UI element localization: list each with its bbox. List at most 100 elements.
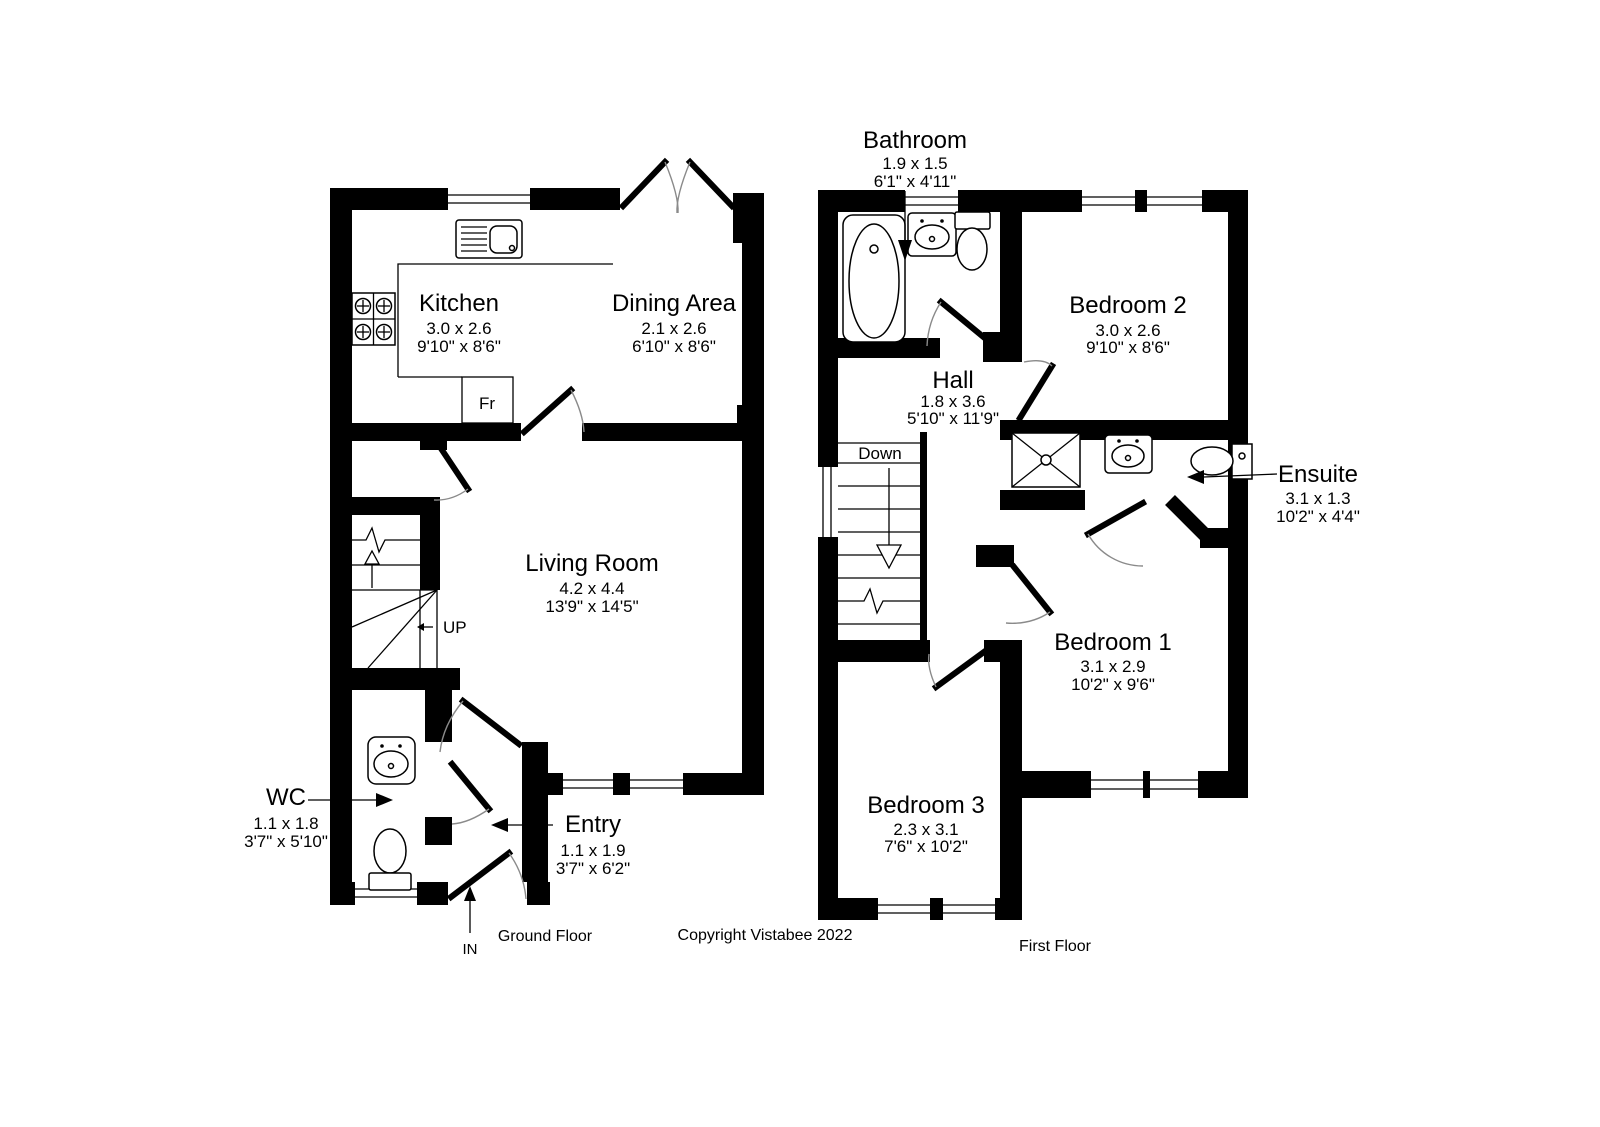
bedroom1-window-right — [1150, 771, 1198, 798]
wc-leader — [308, 793, 393, 807]
stair-window — [818, 467, 838, 537]
ensuite-leader — [1187, 470, 1278, 484]
bedroom1-door — [1005, 562, 1055, 624]
first-floor-windows — [818, 190, 1202, 920]
bathroom-label: Bathroom 1.9 x 1.5 6'1" x 4'11" — [863, 127, 967, 191]
entry-name: Entry — [565, 811, 621, 838]
wc-metric: 1.1 x 1.8 — [253, 814, 318, 833]
up-arrow — [363, 549, 381, 588]
in-arrow — [464, 886, 476, 933]
bedroom3-label: Bedroom 3 2.3 x 3.1 7'6" x 10'2" — [867, 792, 984, 856]
ensuite-label: Ensuite 3.1 x 1.3 10'2" x 4'4" — [1276, 461, 1360, 526]
dining-imperial: 6'10" x 8'6" — [632, 337, 716, 356]
entry-metric: 1.1 x 1.9 — [560, 841, 625, 860]
living-name: Living Room — [525, 550, 658, 577]
bedroom1-name: Bedroom 1 — [1054, 629, 1171, 656]
stair-lane-arrow — [417, 623, 433, 631]
in-label: IN — [463, 941, 478, 958]
entry-label: Entry 1.1 x 1.9 3'7" x 6'2" — [556, 811, 630, 878]
ground-floor-caption: Ground Floor — [498, 928, 593, 945]
down-label: Down — [858, 444, 901, 463]
wc-sink — [367, 736, 416, 785]
living-room-label: Living Room 4.2 x 4.4 13'9" x 14'5" — [525, 550, 658, 616]
kitchen-metric: 3.0 x 2.6 — [426, 319, 491, 338]
kitchen-window — [448, 188, 530, 210]
bathroom-sink — [907, 212, 957, 257]
french-doors — [618, 157, 737, 214]
bathtub — [842, 214, 906, 343]
bathroom-toilet — [954, 211, 991, 271]
living-room-window-right — [630, 773, 683, 795]
stairs-down — [838, 442, 920, 625]
ensuite-door — [1083, 498, 1148, 567]
hall-name: Hall — [932, 367, 973, 394]
bedroom1-metric: 3.1 x 2.9 — [1080, 657, 1145, 676]
dining-metric: 2.1 x 2.6 — [641, 319, 706, 338]
copyright-text: Copyright Vistabee 2022 — [678, 927, 853, 944]
entry-imperial: 3'7" x 6'2" — [556, 859, 630, 878]
front-door — [446, 848, 527, 902]
bathroom-metric: 1.9 x 1.5 — [882, 154, 947, 173]
bedroom3-metric: 2.3 x 3.1 — [893, 820, 958, 839]
bathroom-name: Bathroom — [863, 127, 967, 154]
kitchen-name: Kitchen — [419, 290, 499, 317]
living-to-entry-door — [439, 696, 524, 753]
bedroom1-imperial: 10'2" x 9'6" — [1071, 675, 1155, 694]
hall-label: Hall 1.8 x 3.6 5'10" x 11'9" — [907, 367, 999, 428]
ensuite-name: Ensuite — [1278, 461, 1358, 488]
living-imperial: 13'9" x 14'5" — [545, 597, 638, 616]
fridge-label: Fr — [479, 394, 495, 413]
wc-imperial: 3'7" x 5'10" — [244, 832, 328, 851]
dining-name: Dining Area — [612, 290, 737, 317]
bedroom1-label: Bedroom 1 3.1 x 2.9 10'2" x 9'6" — [1054, 629, 1171, 694]
bedroom1-window-left — [1091, 771, 1143, 798]
first-floor-caption: First Floor — [1019, 938, 1092, 955]
first-floor-doors — [926, 297, 1148, 692]
ensuite-sink — [1104, 434, 1153, 474]
ground-floor-windows — [355, 188, 683, 905]
shower — [1011, 432, 1081, 488]
bedroom3-window-left — [878, 898, 930, 920]
bathroom-door — [926, 297, 997, 349]
bedroom3-window-right — [943, 898, 995, 920]
bedroom2-door — [1015, 359, 1057, 423]
wc-door — [447, 759, 494, 825]
living-metric: 4.2 x 4.4 — [559, 579, 624, 598]
bedroom2-window-left — [1082, 190, 1135, 212]
up-label: UP — [443, 618, 467, 637]
ground-floor-plan: Fr — [244, 157, 764, 958]
fridge: Fr — [461, 376, 514, 424]
bedroom2-name: Bedroom 2 — [1069, 292, 1186, 319]
ensuite-imperial: 10'2" x 4'4" — [1276, 507, 1360, 526]
bathroom-imperial: 6'1" x 4'11" — [874, 172, 957, 191]
wc-toilet — [368, 828, 412, 891]
entry-leader — [491, 818, 553, 832]
kitchen-sink — [455, 219, 523, 259]
bedroom3-door — [927, 647, 989, 692]
wc-name: WC — [266, 784, 306, 811]
hall-imperial: 5'10" x 11'9" — [907, 409, 999, 428]
bedroom3-imperial: 7'6" x 10'2" — [884, 837, 968, 856]
bedroom2-label: Bedroom 2 3.0 x 2.6 9'10" x 8'6" — [1069, 292, 1186, 357]
stairs-up — [351, 526, 438, 669]
kitchen-door — [519, 385, 585, 437]
bedroom3-name: Bedroom 3 — [867, 792, 984, 819]
down-arrow — [875, 468, 903, 570]
stair-corridor-door — [433, 442, 473, 501]
bedroom2-window-right — [1147, 190, 1202, 212]
hall-metric: 1.8 x 3.6 — [920, 392, 985, 411]
ground-floor-doors — [433, 157, 737, 902]
kitchen-counter-outline — [397, 263, 613, 378]
bedroom2-imperial: 9'10" x 8'6" — [1086, 338, 1170, 357]
hob — [351, 292, 396, 346]
kitchen-label: Kitchen 3.0 x 2.6 9'10" x 8'6" — [417, 290, 501, 356]
bathroom-leader — [898, 191, 912, 261]
kitchen-imperial: 9'10" x 8'6" — [417, 337, 501, 356]
bathroom-window — [905, 190, 958, 212]
living-room-window-left — [563, 773, 613, 795]
dining-area-label: Dining Area 2.1 x 2.6 6'10" x 8'6" — [612, 290, 737, 356]
ensuite-toilet — [1190, 443, 1253, 480]
ensuite-metric: 3.1 x 1.3 — [1285, 489, 1350, 508]
